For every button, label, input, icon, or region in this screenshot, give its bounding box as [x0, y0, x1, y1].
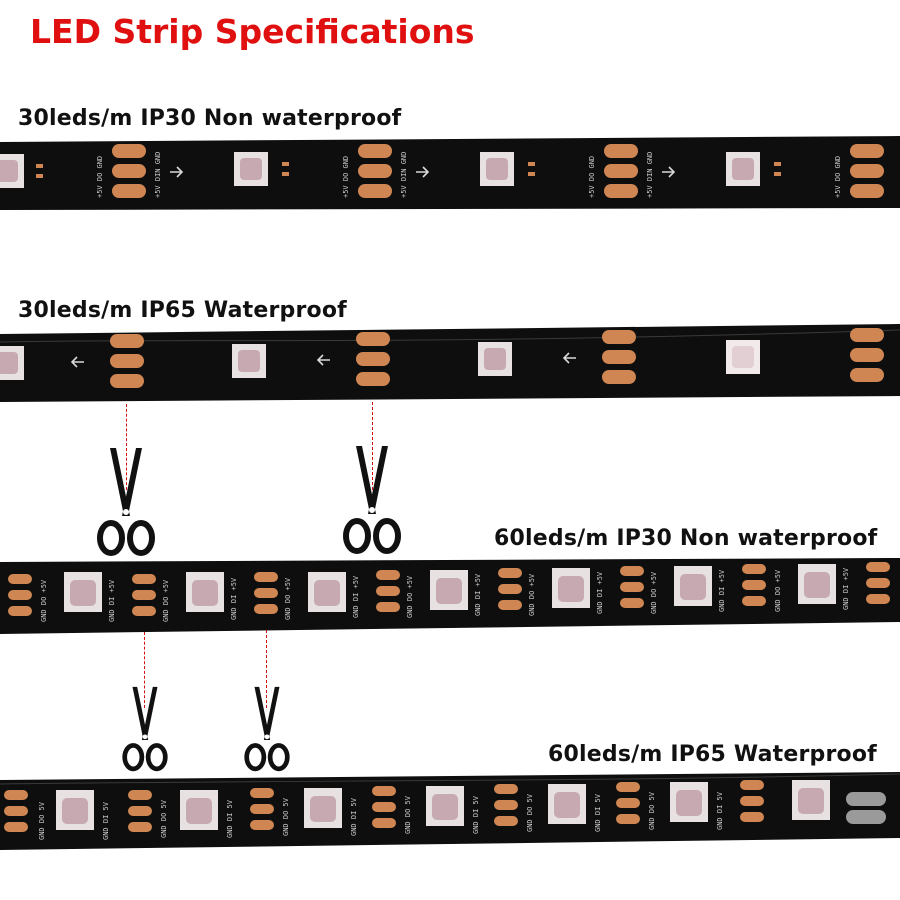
- svg-text:GND DI 5V: GND DI 5V: [226, 799, 234, 838]
- svg-text:GND DO +5V: GND DO +5V: [406, 575, 414, 618]
- scissors-icon: [122, 686, 168, 772]
- cut-line: [372, 402, 373, 490]
- led-chip-icon: [0, 154, 24, 188]
- capacitor-icon: [36, 164, 43, 178]
- svg-text:GND DO 5V: GND DO 5V: [648, 791, 656, 830]
- pad-text: +5V DO GND +5V DIN GND +5V DO GND +5V DIN …: [96, 152, 842, 198]
- pad-text: GND DO +5V GND DI +5V GND DO +5V GND DI +5…: [40, 567, 850, 622]
- strip-label-1: 30leds/m IP30 Non waterproof: [18, 106, 402, 131]
- solder-pad-icon: [112, 144, 884, 198]
- svg-text:+5V DO GND: +5V DO GND: [588, 156, 596, 198]
- capacitor-icon: [846, 792, 886, 824]
- svg-text:GND DI 5V: GND DI 5V: [350, 797, 358, 836]
- svg-text:GND DI +5V: GND DI +5V: [230, 577, 238, 620]
- svg-text:GND DO +5V: GND DO +5V: [774, 569, 782, 612]
- arrow-icon: [70, 352, 576, 368]
- page-title: LED Strip Specifications: [30, 12, 475, 51]
- led-chip-icon: [552, 568, 590, 608]
- svg-text:GND DI 5V: GND DI 5V: [716, 791, 724, 830]
- led-chip-icon: [232, 344, 266, 378]
- led-chip-icon: [426, 786, 464, 826]
- led-chip-icon: [798, 564, 836, 604]
- svg-text:GND DO 5V: GND DO 5V: [282, 797, 290, 836]
- led-chip-icon: [670, 782, 708, 822]
- led-chip-icon: [304, 788, 342, 828]
- svg-text:GND DO 5V: GND DO 5V: [160, 799, 168, 838]
- led-chip-icon: [234, 152, 268, 186]
- led-chip-icon: [56, 790, 94, 830]
- led-chip-icon: [430, 570, 468, 610]
- svg-text:GND DO +5V: GND DO +5V: [650, 571, 658, 614]
- led-chip-icon: [792, 780, 830, 820]
- svg-text:GND DI +5V: GND DI +5V: [596, 571, 604, 614]
- capacitor-icon: [282, 162, 289, 176]
- led-chip-icon: [186, 572, 224, 612]
- scissors-icon: [343, 446, 401, 554]
- led-chip-icon: [308, 572, 346, 612]
- svg-text:+5V DIN GND: +5V DIN GND: [154, 152, 162, 198]
- solder-pad-icon: [8, 562, 890, 616]
- led-strip-30-ip30: +5V DO GND +5V DIN GND +5V DO GND +5V DIN …: [0, 136, 900, 210]
- svg-text:GND DI +5V: GND DI +5V: [474, 573, 482, 616]
- led-chip-icon: [726, 152, 760, 186]
- led-chip-icon: [180, 790, 218, 830]
- scissors-icon: [244, 686, 290, 772]
- cut-line: [126, 404, 127, 490]
- svg-text:GND DI 5V: GND DI 5V: [102, 801, 110, 840]
- svg-text:+5V DIN GND: +5V DIN GND: [400, 152, 408, 198]
- svg-text:GND DI +5V: GND DI +5V: [842, 567, 850, 610]
- svg-text:GND DI 5V: GND DI 5V: [594, 793, 602, 832]
- svg-text:+5V DO GND: +5V DO GND: [834, 156, 842, 198]
- svg-text:GND DO +5V: GND DO +5V: [40, 579, 48, 622]
- svg-text:GND DO 5V: GND DO 5V: [38, 801, 46, 840]
- svg-text:GND DO +5V: GND DO +5V: [528, 573, 536, 616]
- led-chip-icon: [726, 340, 760, 374]
- svg-text:GND DO +5V: GND DO +5V: [162, 579, 170, 622]
- led-chip-icon: [64, 572, 102, 612]
- arrow-icon: [170, 166, 676, 178]
- led-strip-30-ip65: [0, 324, 900, 402]
- svg-text:GND DI 5V: GND DI 5V: [472, 795, 480, 834]
- strip-label-4: 60leds/m IP65 Waterproof: [548, 742, 877, 767]
- solder-pad-icon: [110, 328, 884, 388]
- cut-line: [266, 630, 267, 708]
- svg-text:GND DO 5V: GND DO 5V: [526, 793, 534, 832]
- svg-text:GND DO 5V: GND DO 5V: [404, 795, 412, 834]
- svg-text:+5V DO GND: +5V DO GND: [342, 156, 350, 198]
- svg-text:GND DI +5V: GND DI +5V: [108, 579, 116, 622]
- led-chip-icon: [478, 342, 512, 376]
- svg-text:+5V DIN GND: +5V DIN GND: [646, 152, 654, 198]
- led-chip-icon: [0, 346, 24, 380]
- svg-text:GND DI +5V: GND DI +5V: [718, 569, 726, 612]
- led-chip-icon: [480, 152, 514, 186]
- svg-text:+5V DO GND: +5V DO GND: [96, 156, 104, 198]
- led-chip-icon: [548, 784, 586, 824]
- solder-pad-icon: [4, 780, 764, 832]
- led-strip-60-ip30: GND DO +5V GND DI +5V GND DO +5V GND DI +5…: [0, 558, 900, 634]
- led-chip-icon: [674, 566, 712, 606]
- strip-label-2: 30leds/m IP65 Waterproof: [18, 298, 347, 323]
- scissors-icon: [97, 448, 155, 556]
- pad-text: GND DO 5V GND DI 5V GND DO 5V GND DI 5V GN…: [38, 791, 724, 840]
- capacitor-icon: [528, 162, 535, 176]
- strip-label-3: 60leds/m IP30 Non waterproof: [494, 526, 878, 551]
- cut-line: [144, 632, 145, 708]
- capacitor-icon: [774, 162, 781, 176]
- svg-text:GND DI +5V: GND DI +5V: [352, 575, 360, 618]
- svg-text:GND DO +5V: GND DO +5V: [284, 577, 292, 620]
- led-strip-60-ip65: GND DO 5V GND DI 5V GND DO 5V GND DI 5V GN…: [0, 772, 900, 850]
